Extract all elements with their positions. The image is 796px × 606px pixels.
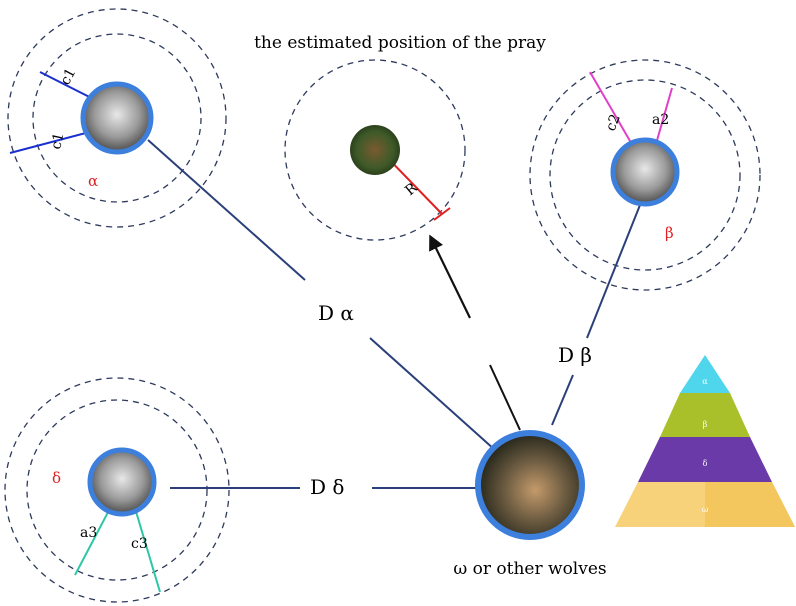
alpha-c-top-label: c1 bbox=[57, 66, 79, 88]
beta-label: β bbox=[665, 224, 674, 242]
prey-radius-tick bbox=[433, 207, 451, 221]
distance-beta-label: D β bbox=[558, 343, 592, 367]
alpha-wolf-avatar bbox=[80, 81, 154, 155]
pyramid-label-omega: ω bbox=[702, 505, 709, 514]
beta-distance-line-lower bbox=[551, 374, 574, 426]
arrow-tail-line bbox=[489, 364, 521, 431]
pyramid-label-alpha: α bbox=[702, 377, 708, 386]
delta-label: δ bbox=[52, 469, 61, 487]
alpha-label: α bbox=[88, 172, 98, 190]
delta-wolf-group: a3 c3 δ bbox=[4, 377, 300, 603]
alpha-distance-line bbox=[147, 139, 306, 281]
omega-wolf-group: ω or other wolves bbox=[453, 430, 607, 579]
delta-c-label: c3 bbox=[131, 536, 148, 552]
prey-radius-label: R bbox=[402, 180, 421, 199]
pyramid-level-delta bbox=[638, 437, 772, 482]
beta-wolf-group: c2 a2 β bbox=[529, 59, 761, 339]
prey-group: R bbox=[284, 59, 466, 241]
distance-delta-label: D δ bbox=[310, 475, 344, 499]
pyramid-level-alpha bbox=[680, 355, 730, 393]
omega-wolf-avatar bbox=[475, 430, 585, 540]
pyramid-label-delta: δ bbox=[703, 459, 708, 468]
omega-caption: ω or other wolves bbox=[453, 559, 606, 579]
prey-avatar bbox=[350, 125, 400, 175]
delta-outer-ring bbox=[4, 377, 230, 603]
alpha-outer-ring bbox=[7, 8, 227, 228]
pyramid-level-beta bbox=[660, 393, 750, 437]
delta-wolf-avatar bbox=[87, 447, 157, 517]
pyramid-label-beta: β bbox=[703, 420, 708, 429]
alpha-distance-line-lower bbox=[369, 337, 496, 451]
hierarchy-pyramid: α β δ ω bbox=[615, 355, 795, 527]
alpha-wolf-group: c1 c1 α bbox=[7, 8, 306, 281]
beta-c-label: c2 bbox=[603, 112, 624, 134]
move-arrow bbox=[429, 234, 471, 319]
delta-inner-ring bbox=[26, 399, 208, 581]
alpha-c-left-label: c1 bbox=[48, 131, 67, 151]
beta-a-label: a2 bbox=[652, 112, 669, 128]
beta-wolf-avatar bbox=[610, 137, 680, 207]
distance-alpha-label: D α bbox=[318, 301, 354, 325]
beta-outer-ring bbox=[529, 59, 761, 291]
beta-inner-ring bbox=[549, 79, 741, 271]
beta-distance-line bbox=[586, 204, 641, 339]
diagram-title: the estimated position of the pray bbox=[254, 33, 546, 53]
alpha-inner-ring bbox=[32, 33, 202, 203]
delta-a-label: a3 bbox=[80, 525, 97, 541]
prey-ring bbox=[284, 59, 466, 241]
pyramid-omega-shade bbox=[705, 482, 795, 527]
